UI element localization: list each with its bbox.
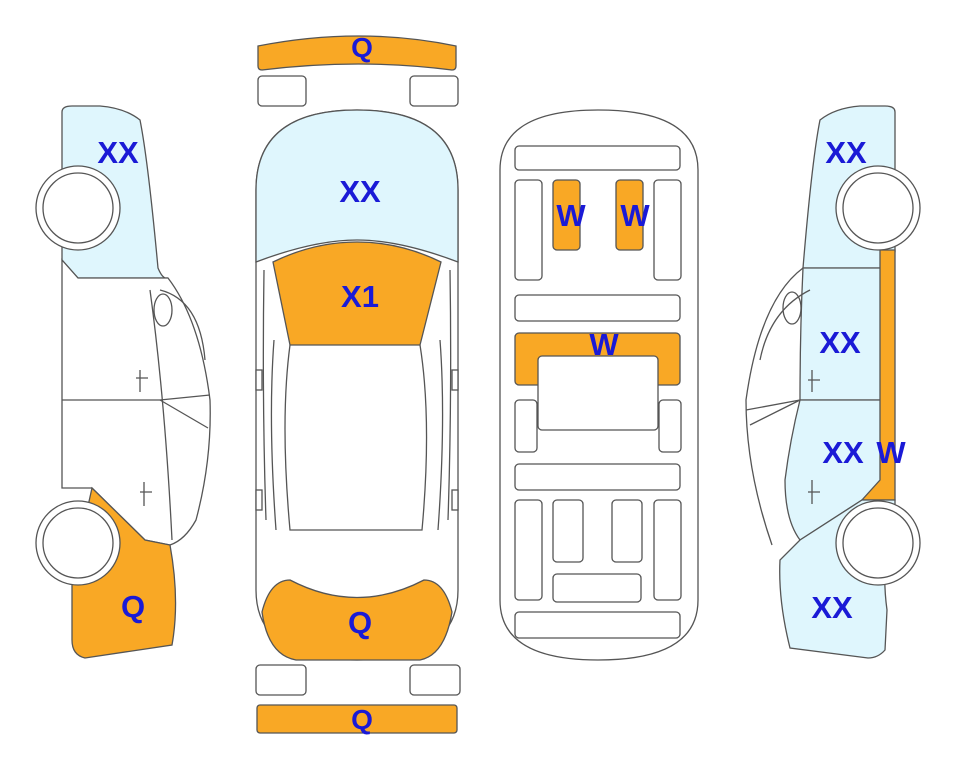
left-rear-wheel xyxy=(35,500,121,586)
floor-right-seat-top-label: W xyxy=(620,198,650,233)
left-front-fender-label: XX xyxy=(97,135,139,170)
floor-left-seat-top-label: W xyxy=(556,198,586,233)
hood-panel xyxy=(255,109,459,263)
windshield-panel xyxy=(272,241,442,346)
left-headlight xyxy=(257,75,307,107)
right-front-fender-label: XX xyxy=(825,135,867,170)
floor-view: W W W xyxy=(499,109,699,661)
right-rocker-label: W xyxy=(876,435,906,470)
right-rear-wheel xyxy=(835,500,921,586)
left-side-view: XX Q xyxy=(35,105,211,659)
right-front-wheel xyxy=(835,165,921,251)
floor-middle-crossmember-label: W xyxy=(589,327,619,362)
front-bumper-panel xyxy=(257,35,457,71)
right-rear-door-label: XX xyxy=(822,435,864,470)
rear-bumper-label: Q xyxy=(351,704,373,735)
floor-left-seat-top-panel xyxy=(552,179,581,251)
right-rear-quarter-label: XX xyxy=(811,590,853,625)
rear-window-label: Q xyxy=(348,605,372,640)
right-taillight xyxy=(409,664,461,696)
left-taillight xyxy=(255,664,307,696)
rear-bumper-panel xyxy=(256,704,458,734)
right-headlight xyxy=(409,75,459,107)
hood-label: XX xyxy=(339,174,381,209)
front-bumper-label: Q xyxy=(351,32,373,63)
windshield-label: X1 xyxy=(341,279,379,314)
top-view: Q XX X1 Q Q xyxy=(255,32,461,735)
rear-window-panel xyxy=(261,579,453,661)
left-rear-quarter-label: Q xyxy=(121,589,145,624)
floor-right-seat-top-panel xyxy=(615,179,644,251)
left-front-wheel xyxy=(35,165,121,251)
right-side-view: XX XX XX W XX xyxy=(745,105,921,659)
left-door-panel xyxy=(61,258,211,546)
right-front-door-label: XX xyxy=(819,325,861,360)
